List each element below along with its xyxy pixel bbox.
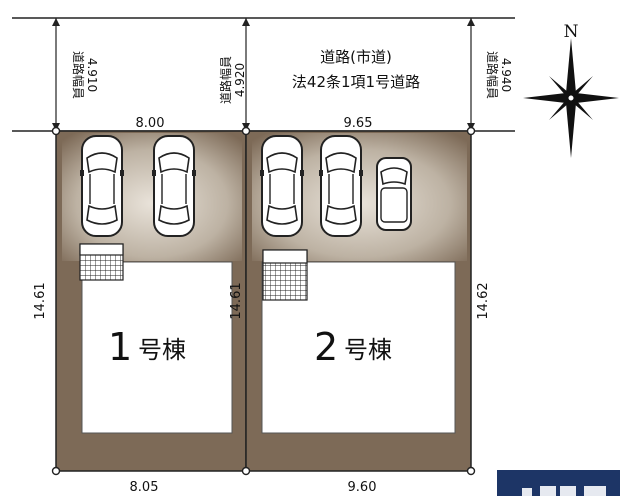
- svg-text:4.940: 4.940: [499, 58, 513, 92]
- car-icon: [79, 135, 125, 237]
- svg-text:道路幅員: 道路幅員: [218, 56, 233, 104]
- lot-2-label: 2 号棟: [314, 325, 392, 369]
- car-icon: [318, 135, 364, 237]
- svg-text:号棟: 号棟: [138, 336, 186, 364]
- road-width-3: 道路幅員 4.940: [485, 51, 513, 99]
- road-width-2: 道路幅員 4.920: [218, 56, 247, 104]
- lot-1-label: 1 号棟: [108, 325, 186, 369]
- dim-bottom-right: 9.60: [348, 480, 377, 495]
- svg-text:道路幅員: 道路幅員: [485, 51, 500, 99]
- road-subtitle: 法42条1項1号道路: [292, 73, 420, 91]
- car-icon: [151, 135, 197, 237]
- svg-text:号棟: 号棟: [344, 336, 392, 364]
- corner-banner: [497, 470, 620, 496]
- road-width-1: 道路幅員 4.910: [71, 51, 99, 99]
- dim-bottom-left: 8.05: [130, 480, 159, 495]
- house-footprint-1: [81, 261, 233, 434]
- svg-text:2: 2: [314, 325, 338, 369]
- dim-top-right: 9.65: [344, 116, 373, 131]
- dim-left-depth: 14.61: [33, 282, 48, 319]
- compass-icon: [523, 38, 619, 158]
- road-title: 道路(市道): [320, 48, 392, 66]
- lot-2: [245, 130, 472, 472]
- boundary-points: [51, 126, 476, 476]
- car-icon: [259, 135, 305, 237]
- svg-text:4.920: 4.920: [233, 63, 247, 97]
- dim-mid-depth: 14.61: [229, 282, 244, 319]
- minicar-icon: [376, 157, 412, 231]
- svg-text:4.910: 4.910: [85, 58, 99, 92]
- lot-1: [55, 130, 247, 472]
- dim-right-depth: 14.62: [476, 282, 491, 319]
- dim-top-left: 8.00: [136, 116, 165, 131]
- svg-text:1: 1: [108, 325, 132, 369]
- svg-text:道路幅員: 道路幅員: [71, 51, 86, 99]
- compass-label: N: [564, 22, 579, 42]
